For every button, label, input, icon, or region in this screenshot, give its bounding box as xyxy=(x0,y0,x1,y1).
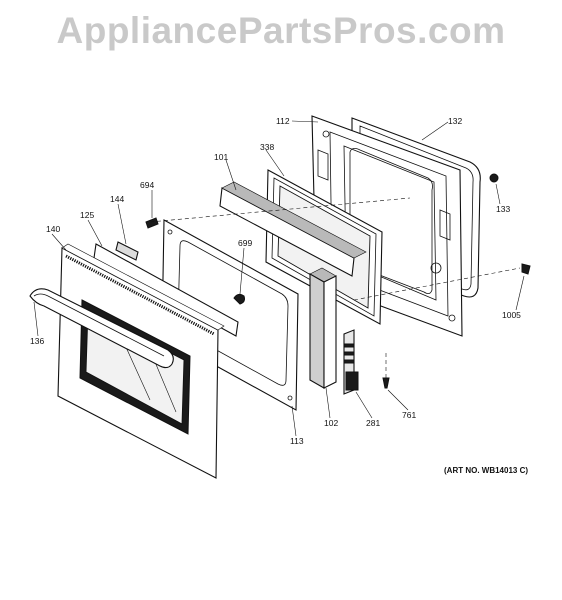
leader-lines xyxy=(33,120,525,437)
callout-112: 112 xyxy=(276,116,290,126)
alignment-lines xyxy=(149,197,521,378)
callout-694: 694 xyxy=(140,180,154,190)
callouts: 112 132 338 101 694 144 125 140 699 133 … xyxy=(30,116,521,446)
callout-133: 133 xyxy=(496,204,510,214)
callout-1005: 1005 xyxy=(502,310,521,320)
part-1005-screw xyxy=(521,263,531,275)
part-140-outer-door xyxy=(57,243,225,479)
callout-338: 338 xyxy=(260,142,274,152)
part-281-hinge xyxy=(343,329,359,395)
part-144-bracket xyxy=(115,241,139,261)
art-number: (ART NO. WB14013 C) xyxy=(444,466,528,475)
callout-136: 136 xyxy=(30,336,44,346)
callout-113: 113 xyxy=(290,436,304,446)
callout-140: 140 xyxy=(46,224,60,234)
part-694-screw xyxy=(145,217,159,229)
part-761-screw xyxy=(382,377,390,389)
part-699-door-stop xyxy=(233,293,245,305)
callout-102: 102 xyxy=(324,418,338,428)
part-133-plug xyxy=(489,173,499,183)
callout-281: 281 xyxy=(366,418,380,428)
part-125-vent-trim xyxy=(93,243,239,337)
callout-699: 699 xyxy=(238,238,252,248)
callout-761: 761 xyxy=(402,410,416,420)
part-101-insulation xyxy=(219,181,367,277)
callout-132: 132 xyxy=(448,116,462,126)
watermark-logo: AppliancePartsPros.com xyxy=(56,10,506,51)
part-102-insulation-block xyxy=(309,267,337,389)
callout-125: 125 xyxy=(80,210,94,220)
part-136-handle xyxy=(29,288,174,369)
callout-144: 144 xyxy=(110,194,124,204)
callout-101: 101 xyxy=(214,152,228,162)
